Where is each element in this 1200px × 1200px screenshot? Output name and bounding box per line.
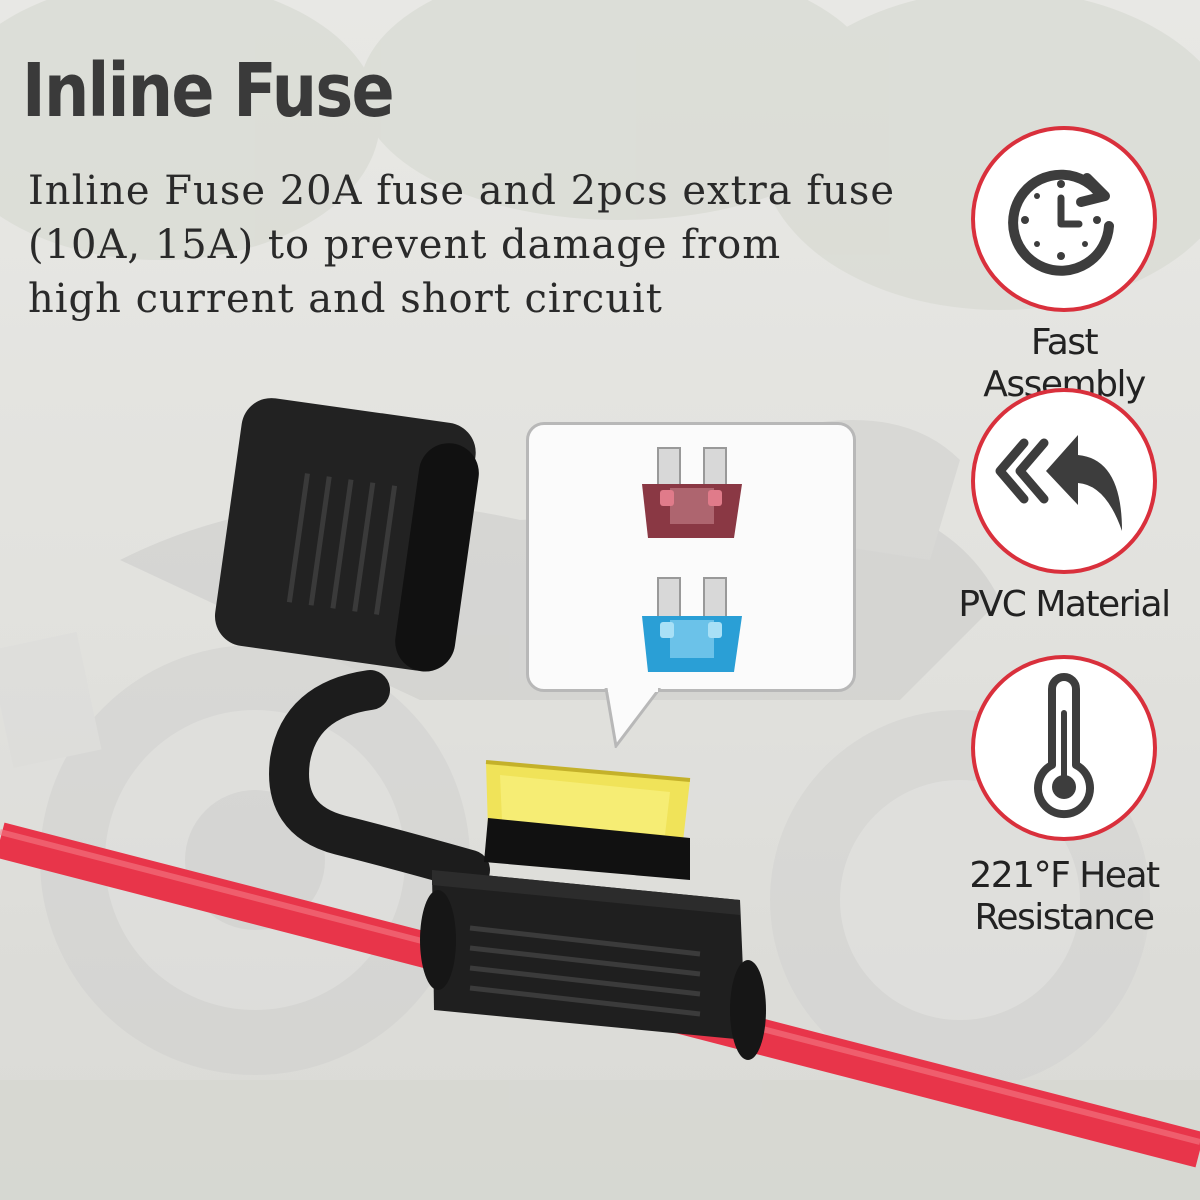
description-line-3: high current and short circuit <box>28 276 663 322</box>
description-line-1: Inline Fuse 20A fuse and 2pcs extra fuse <box>28 168 896 214</box>
clock-icon <box>1008 169 1114 276</box>
feature-pvc-material: PVC Material <box>946 388 1182 626</box>
feature-fast-assembly: Fast Assembly <box>946 126 1182 406</box>
page-title: Inline Fuse <box>22 48 395 134</box>
feature-circle <box>971 388 1157 574</box>
feature-label-line-2: Resistance <box>974 897 1156 938</box>
feature-circle <box>971 655 1157 841</box>
thermometer-icon <box>1034 673 1094 818</box>
cap <box>214 398 479 672</box>
fuse-holder <box>420 818 766 1060</box>
fuse-15a-blue <box>642 577 742 672</box>
description: Inline Fuse 20A fuse and 2pcs extra fuse… <box>28 164 968 326</box>
fuse-10a-red <box>642 447 742 538</box>
feature-label-line-1: 221°F Heat <box>969 855 1160 896</box>
cap-strap <box>269 670 490 890</box>
feature-circle <box>971 126 1157 312</box>
bubble-tail <box>604 688 662 748</box>
description-line-2: (10A, 15A) to prevent damage from <box>28 222 782 268</box>
return-arrow-icon <box>995 435 1122 531</box>
feature-label: PVC Material <box>958 584 1171 625</box>
spare-fuses <box>642 447 742 672</box>
feature-heat-resistance: 221°F Heat Resistance <box>946 655 1182 939</box>
